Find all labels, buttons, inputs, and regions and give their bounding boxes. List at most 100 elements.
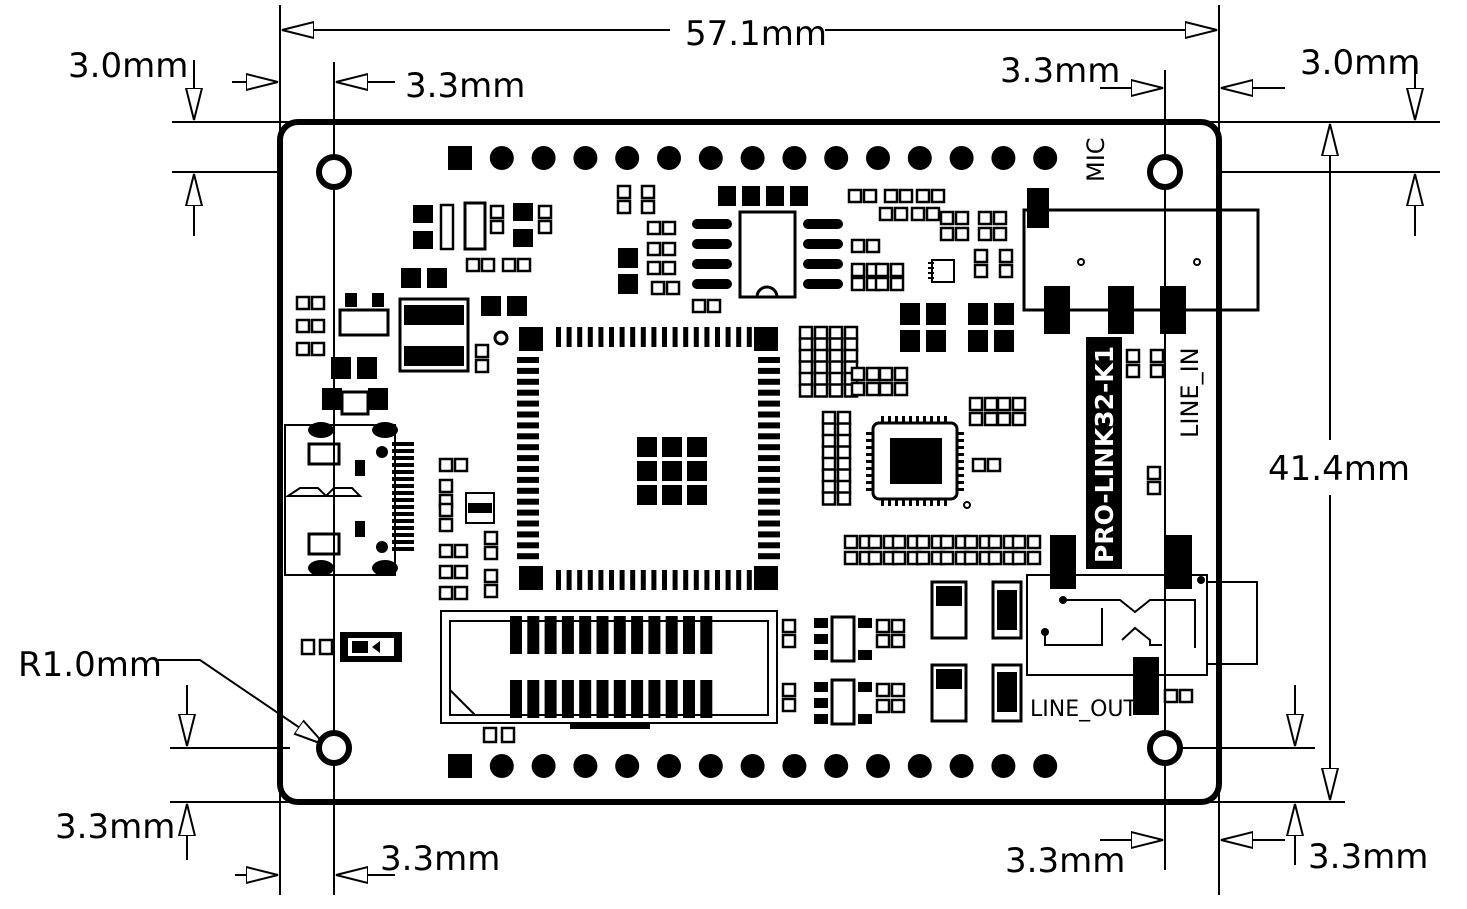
passive-pad [850,262,866,278]
passive-pad [691,298,707,314]
header-pin [657,754,681,778]
component-body [463,201,487,251]
passive-pad [781,697,797,713]
module-pin [758,357,780,363]
passive-pad [453,564,469,580]
codec-pin [866,453,874,456]
passive-pad [661,241,677,257]
passive-pad [661,220,677,236]
module-pin [619,570,625,590]
passive-pad [1146,465,1162,481]
passive-pad [983,411,999,427]
mounting-hole-top-left [316,154,352,190]
passive-pad [646,260,662,276]
voltage-regulator [331,268,527,379]
passive-pad [821,479,837,495]
passive-pad [781,682,797,698]
corner-radius-label: R1.0mm [18,645,162,685]
passive-pad [798,360,814,375]
header-pin [824,754,849,778]
passive-pad [474,343,490,359]
module-pin [693,570,699,590]
module-pin [758,422,780,429]
passive-pad [992,226,1008,242]
codec-pin [881,416,884,424]
fpc-pin [683,680,695,718]
passive-pad [996,396,1012,412]
passive-pad [1026,550,1042,566]
module-pin [758,487,780,494]
codec-pin [902,498,905,506]
module-pin [651,570,657,590]
passive-pad [865,238,881,254]
passive-pad [798,371,814,387]
passive-pad [537,204,553,220]
passive-pad [1125,363,1141,379]
codec-pin [916,498,919,506]
header-pin [698,146,723,170]
passive-pad [889,262,905,278]
module-pin [517,422,539,429]
codec-pin [956,488,964,491]
module-pin [517,466,539,472]
module-pin [758,509,780,516]
bottom-left-y-offset-label: 3.3mm [55,807,175,847]
module-pin [651,327,657,347]
passive-pad [883,188,899,204]
passive-pad [1146,480,1162,496]
passive-pad [843,550,859,566]
component-pad [413,231,433,249]
usb-pin [392,498,414,502]
module-pin [758,444,780,451]
codec-pin [956,481,964,484]
module-pin [619,327,625,347]
usb-pin [392,456,414,460]
fpc-pin [527,680,540,718]
passive-pad [828,360,844,375]
component-pad [968,303,988,325]
codec-pin [866,488,874,491]
passive-pad [438,564,454,580]
module-pin [517,520,539,527]
passive-pad [828,371,844,387]
passive-pad [850,366,866,382]
passive-pad [843,348,859,364]
module-pin [587,327,593,347]
header-pin [615,146,640,170]
passive-pad [1011,411,1027,427]
module-thermal-pads [637,437,707,505]
codec-pin [895,416,898,424]
passive-pad [1149,363,1165,379]
passive-pad [865,366,881,382]
codec-pin [923,416,926,424]
usb-pin [392,484,414,488]
module-pin [598,327,604,347]
passive-pad [874,262,890,278]
passive-pad [1026,534,1042,550]
passive-pad [836,479,852,495]
module-pin [758,531,780,538]
module-pin [587,570,593,590]
module-pin [517,433,539,440]
passive-pad [992,210,1008,226]
module-pin [640,570,646,590]
passive-pad [910,206,926,222]
passive-pad [939,210,955,226]
module-pin [758,378,780,385]
header-pin [740,754,765,778]
module-pin [758,455,780,462]
passive-pad [489,204,505,220]
passive-pad [977,210,993,226]
header-pin [1033,146,1058,170]
bottom-left-hole-x-label: 3.3mm [380,839,500,879]
passive-pad [836,456,852,472]
mounting-hole-bottom-left [316,730,352,766]
top-left-x-offset-label: 3.0mm [68,46,188,86]
passive-pad [828,348,844,364]
module-pin [566,570,572,590]
module-pin [517,487,539,494]
passive-pad [828,325,844,341]
codec-pin [956,432,964,435]
